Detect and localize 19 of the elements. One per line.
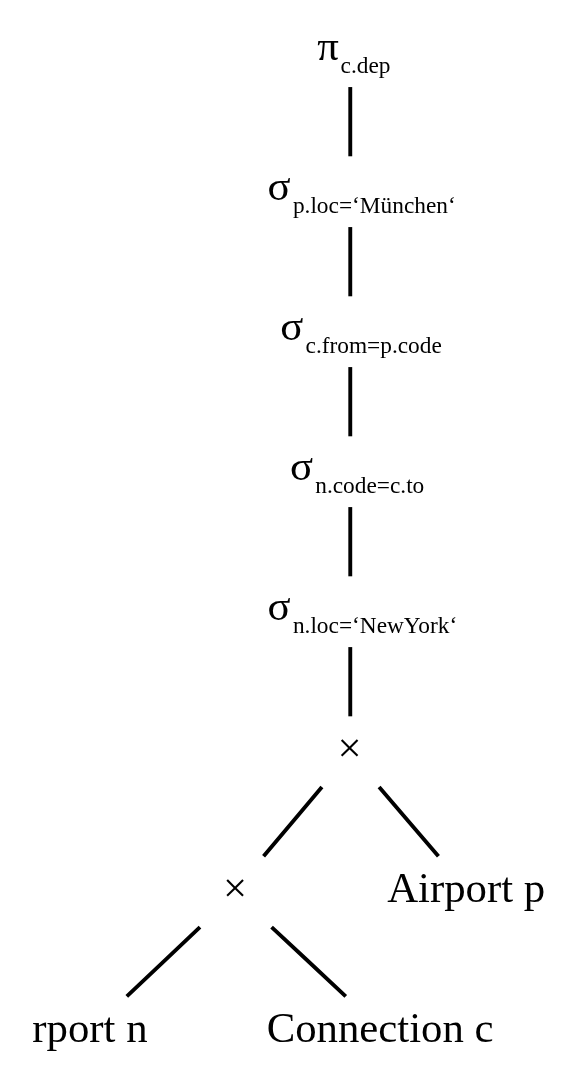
connector [124,925,201,998]
node-text: σ$_{c.from=p.code}$ [279,302,442,359]
node-text: rport n [31,1004,148,1052]
node-text: π$_{c.dep}$ [316,22,390,79]
connector [269,925,347,998]
node-text: Airport p [386,864,545,912]
node-text: × [337,724,362,772]
node-text: Connection c [266,1004,493,1052]
connector [347,227,352,297]
node-text: σ$_{p.loc=‘München‘}$ [267,162,456,219]
connector [261,785,323,858]
node-text: σ$_{n.code=c.to}$ [289,442,424,499]
connector [347,507,352,577]
connector [377,785,440,858]
connector [347,647,352,717]
connector [347,87,352,157]
node-text: σ$_{n.loc=‘NewYork‘}$ [267,582,457,639]
connector [347,367,352,437]
node-text: × [222,864,247,912]
